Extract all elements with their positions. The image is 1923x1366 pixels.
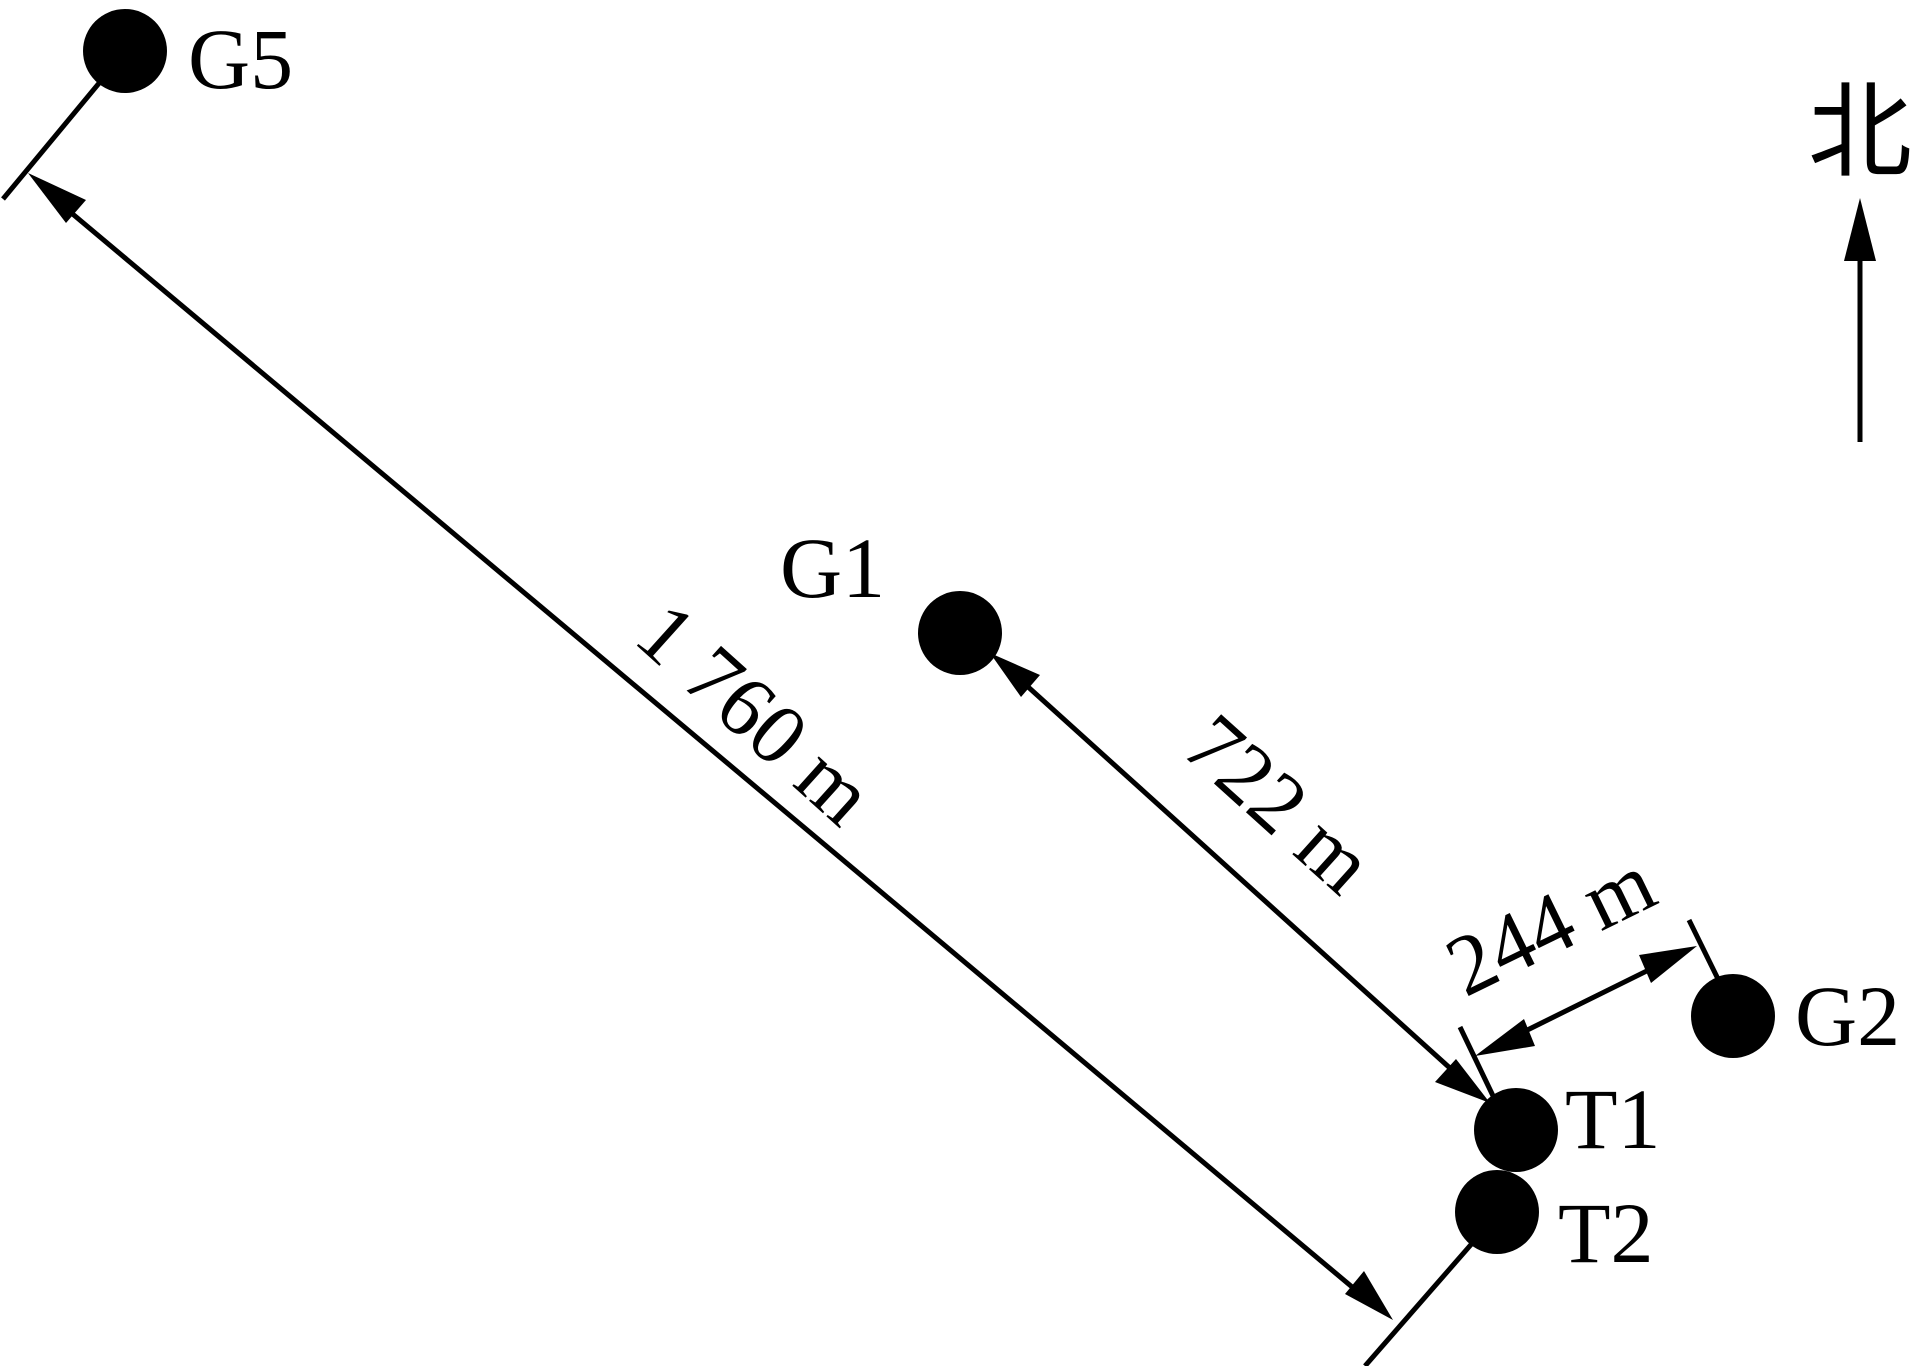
arrowhead-t1-from-g2 (1475, 1019, 1535, 1056)
station-g1: G1 (780, 520, 1002, 675)
station-g5: G5 (83, 9, 293, 107)
distance-g2-t1: 244 m (1432, 833, 1721, 1102)
station-t2: T2 (1455, 1170, 1654, 1281)
north-indicator: 北 (1808, 76, 1912, 442)
north-label: 北 (1808, 76, 1912, 191)
arrowhead-g1 (990, 653, 1040, 697)
station-t1: T1 (1474, 1071, 1661, 1172)
station-label-g5: G5 (188, 11, 293, 107)
station-marker-g2 (1691, 974, 1775, 1058)
extension-line-g2 (1686, 918, 1721, 981)
station-marker-g5 (83, 9, 167, 93)
station-label-g2: G2 (1795, 968, 1900, 1064)
station-label-t2: T2 (1558, 1185, 1654, 1281)
dimension-line-722 (1004, 665, 1474, 1090)
arrowhead-g2 (1639, 946, 1697, 983)
station-marker-t2 (1455, 1170, 1539, 1254)
distance-label-1760: 1 760 m (619, 583, 893, 843)
station-marker-g1 (918, 591, 1002, 675)
extension-line-g5 (1, 80, 102, 201)
station-label-g1: G1 (780, 520, 885, 616)
station-g2: G2 (1691, 968, 1900, 1064)
distance-label-722: 722 m (1167, 695, 1393, 912)
extension-line-t1 (1457, 1025, 1498, 1102)
extension-line-t2 (1363, 1238, 1477, 1366)
distance-label-244: 244 m (1432, 833, 1669, 1015)
arrowhead-g5 (28, 173, 86, 223)
dimension-line-1760 (42, 188, 1372, 1304)
north-arrow-head (1844, 198, 1876, 261)
arrowhead-t1-from-g1 (1435, 1059, 1490, 1103)
station-marker-t1 (1474, 1088, 1558, 1172)
arrowhead-t2 (1345, 1271, 1393, 1320)
distance-g1-t1: 722 m (990, 653, 1490, 1103)
station-label-t1: T1 (1565, 1071, 1661, 1167)
